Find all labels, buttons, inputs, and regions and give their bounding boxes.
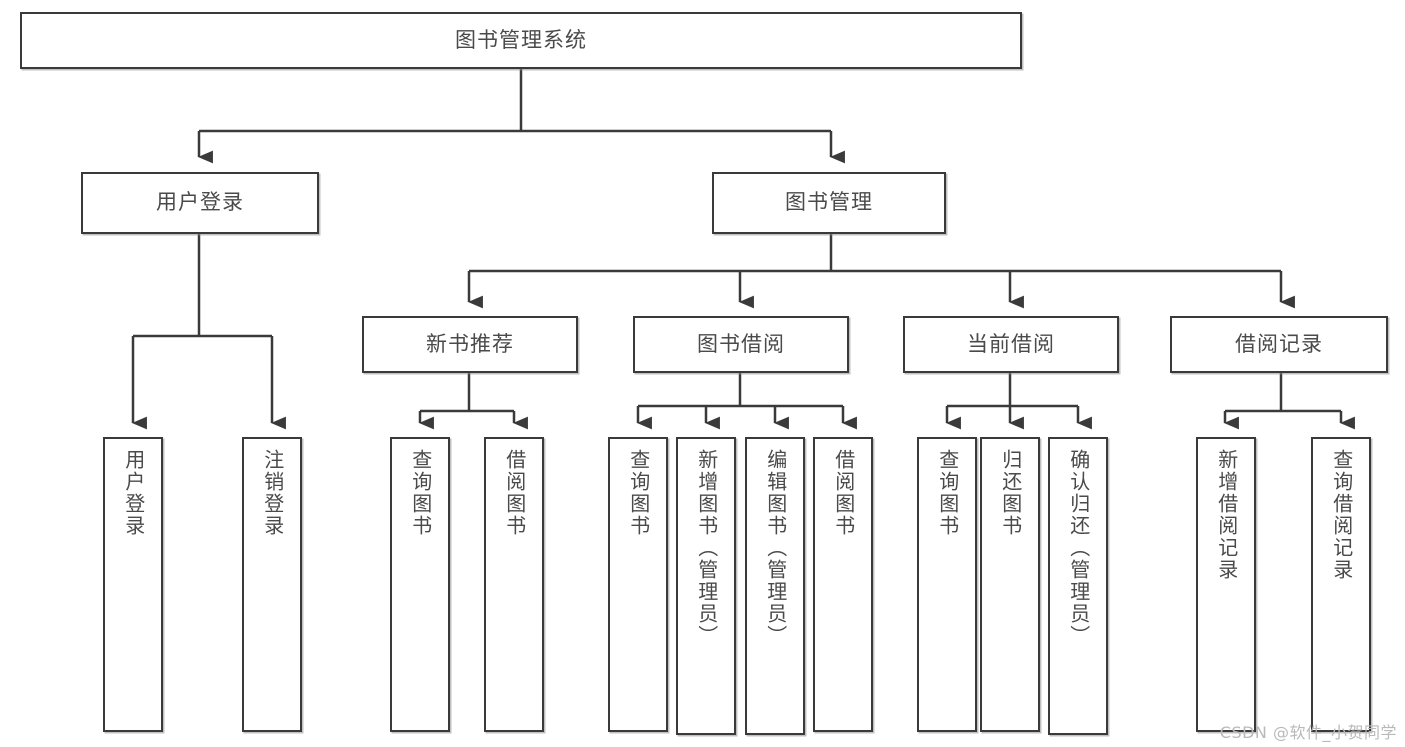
node-borrow-record-label: 借阅记录	[1235, 331, 1323, 356]
node-leaf-edit-book-label: 编辑图书（管理员）	[763, 449, 788, 647]
edges-borrowrecord-to-leaves	[1223, 373, 1355, 430]
node-user-login-label: 用户登录	[156, 190, 244, 215]
node-borrow-record[interactable]: 借阅记录	[1170, 316, 1388, 373]
node-leaf-query-book-1[interactable]: 查询图书	[390, 437, 450, 732]
node-leaf-return-book-label: 归还图书	[998, 449, 1023, 537]
node-leaf-query-record-label: 查询借阅记录	[1329, 449, 1354, 581]
node-leaf-borrow-book-1-label: 借阅图书	[502, 449, 527, 537]
node-leaf-borrow-book-2[interactable]: 借阅图书	[813, 437, 873, 732]
node-leaf-user-login-label: 用户登录	[121, 449, 146, 537]
node-leaf-add-record-label: 新增借阅记录	[1214, 449, 1239, 581]
node-leaf-return-book[interactable]: 归还图书	[980, 437, 1040, 732]
node-book-manage-label: 图书管理	[785, 190, 873, 215]
node-leaf-logout-label: 注销登录	[260, 449, 285, 537]
node-current-borrow-label: 当前借阅	[967, 331, 1055, 356]
node-book-borrow-label: 图书借阅	[697, 331, 785, 356]
node-leaf-add-book[interactable]: 新增图书（管理员）	[676, 437, 736, 735]
node-leaf-logout[interactable]: 注销登录	[242, 437, 302, 732]
edges-currentborrow-to-leaves	[945, 373, 1092, 430]
node-leaf-query-book-2-label: 查询图书	[626, 449, 651, 537]
node-leaf-query-book-3-label: 查询图书	[935, 449, 960, 537]
edges-root-to-level2	[197, 69, 845, 164]
node-book-borrow[interactable]: 图书借阅	[633, 316, 849, 373]
node-leaf-query-book-2[interactable]: 查询图书	[608, 437, 668, 732]
node-leaf-edit-book[interactable]: 编辑图书（管理员）	[745, 437, 805, 735]
node-book-manage[interactable]: 图书管理	[712, 172, 946, 234]
edges-newbook-to-leaves	[418, 373, 528, 430]
node-leaf-query-book-1-label: 查询图书	[408, 449, 433, 537]
node-new-book-recommend-label: 新书推荐	[426, 331, 514, 356]
edges-userlogin-to-leaves	[131, 234, 286, 430]
node-user-login[interactable]: 用户登录	[81, 172, 319, 234]
node-leaf-query-book-3[interactable]: 查询图书	[917, 437, 977, 732]
csdn-watermark: CSDN @软件_小贺同学	[1219, 723, 1397, 742]
node-leaf-user-login[interactable]: 用户登录	[103, 437, 163, 732]
node-leaf-confirm-return-label: 确认归还（管理员）	[1066, 449, 1091, 647]
node-leaf-borrow-book-2-label: 借阅图书	[831, 449, 856, 537]
edges-bookmanage-to-level3	[467, 234, 1295, 309]
node-root-label: 图书管理系统	[455, 27, 587, 52]
node-leaf-query-record[interactable]: 查询借阅记录	[1311, 437, 1371, 732]
node-leaf-borrow-book-1[interactable]: 借阅图书	[484, 437, 544, 732]
node-root[interactable]: 图书管理系统	[20, 12, 1022, 69]
node-leaf-add-record[interactable]: 新增借阅记录	[1196, 437, 1256, 732]
node-leaf-confirm-return[interactable]: 确认归还（管理员）	[1048, 437, 1108, 735]
node-current-borrow[interactable]: 当前借阅	[903, 316, 1119, 373]
node-new-book-recommend[interactable]: 新书推荐	[362, 316, 578, 373]
edges-bookborrow-to-leaves	[636, 373, 857, 430]
node-leaf-add-book-label: 新增图书（管理员）	[694, 449, 719, 647]
